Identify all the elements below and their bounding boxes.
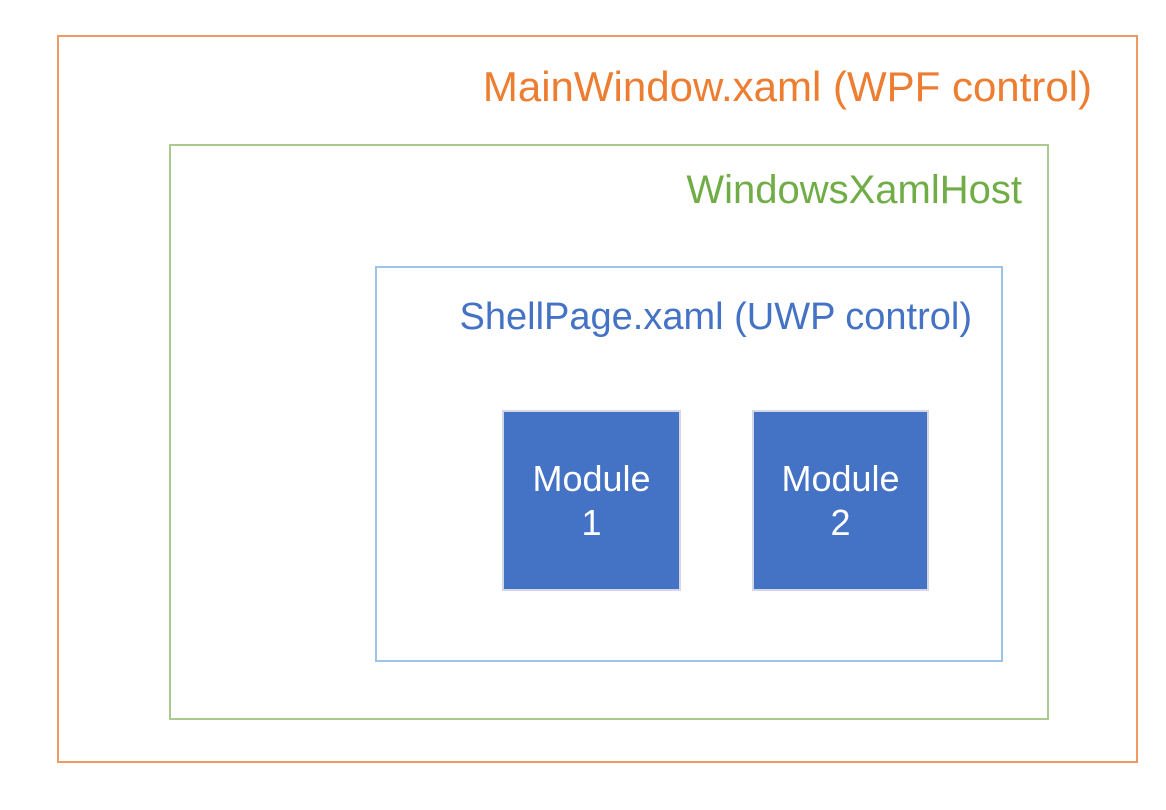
layer-shellpage-uwp: ShellPage.xaml (UWP control) Module 1 Mo… [375,266,1003,662]
module-box-2: Module 2 [752,410,929,591]
module-box-2-label: Module 2 [781,457,900,543]
layer-label-shellpage-uwp: ShellPage.xaml (UWP control) [459,296,972,338]
layer-label-windowsxamlhost: WindowsXamlHost [686,168,1022,212]
modules-row: Module 1 Module 2 [377,410,1005,591]
layer-label-mainwindow-wpf: MainWindow.xaml (WPF control) [482,63,1092,110]
layer-windowsxamlhost: WindowsXamlHost ShellPage.xaml (UWP cont… [169,144,1049,720]
module-box-1: Module 1 [502,410,681,591]
layer-mainwindow-wpf: MainWindow.xaml (WPF control) WindowsXam… [57,35,1138,763]
module-box-1-label: Module 1 [532,457,651,543]
